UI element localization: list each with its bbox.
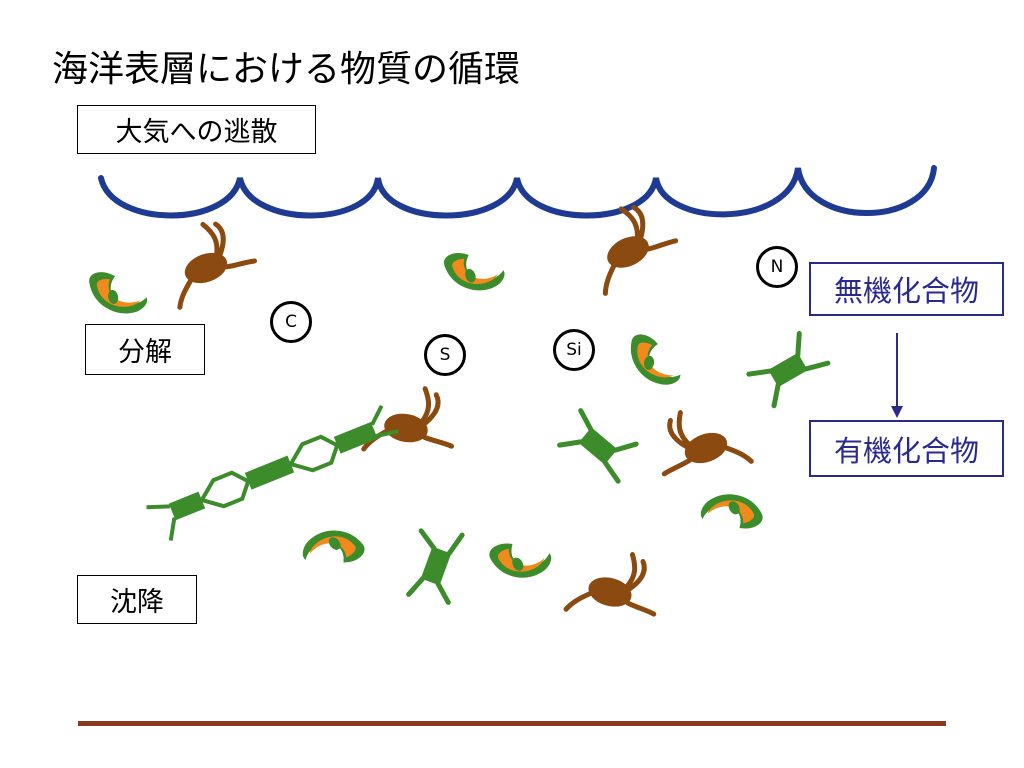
dinoflagellate-icon <box>364 380 461 464</box>
label-box-organic: 有機化合物 <box>809 420 1004 477</box>
element-circle-nitrogen: N <box>756 246 798 288</box>
shell-plankton-icon <box>625 333 687 388</box>
diatom-icon <box>744 328 833 408</box>
label-box-sinking: 沈降 <box>77 575 197 624</box>
diatom-chain-icon <box>146 404 399 541</box>
slide-title: 海洋表層における物質の循環 <box>52 49 521 90</box>
slide-baseline-divider <box>78 721 946 726</box>
element-circle-carbon: C <box>270 301 312 343</box>
shell-plankton-icon <box>486 524 556 591</box>
element-circle-sulfur: S <box>424 334 466 376</box>
dinoflagellate-icon <box>647 396 752 491</box>
label-box-inorganic: 無機化合物 <box>809 262 1004 316</box>
sea-surface-wave <box>98 165 937 219</box>
element-circle-silicon: Si <box>553 329 595 371</box>
shell-plankton-icon <box>441 239 508 301</box>
shell-plankton-icon <box>696 481 766 548</box>
shell-plankton-icon <box>87 265 149 320</box>
dinoflagellate-icon <box>156 212 261 307</box>
shell-plankton-icon <box>297 515 368 585</box>
conversion-arrow-icon <box>891 333 903 418</box>
label-box-decomposition: 分解 <box>85 324 205 375</box>
diatom-icon <box>555 403 644 489</box>
diatom-icon <box>399 521 471 608</box>
dinoflagellate-icon <box>566 542 667 632</box>
label-box-evaporation: 大気への逃散 <box>77 105 316 154</box>
